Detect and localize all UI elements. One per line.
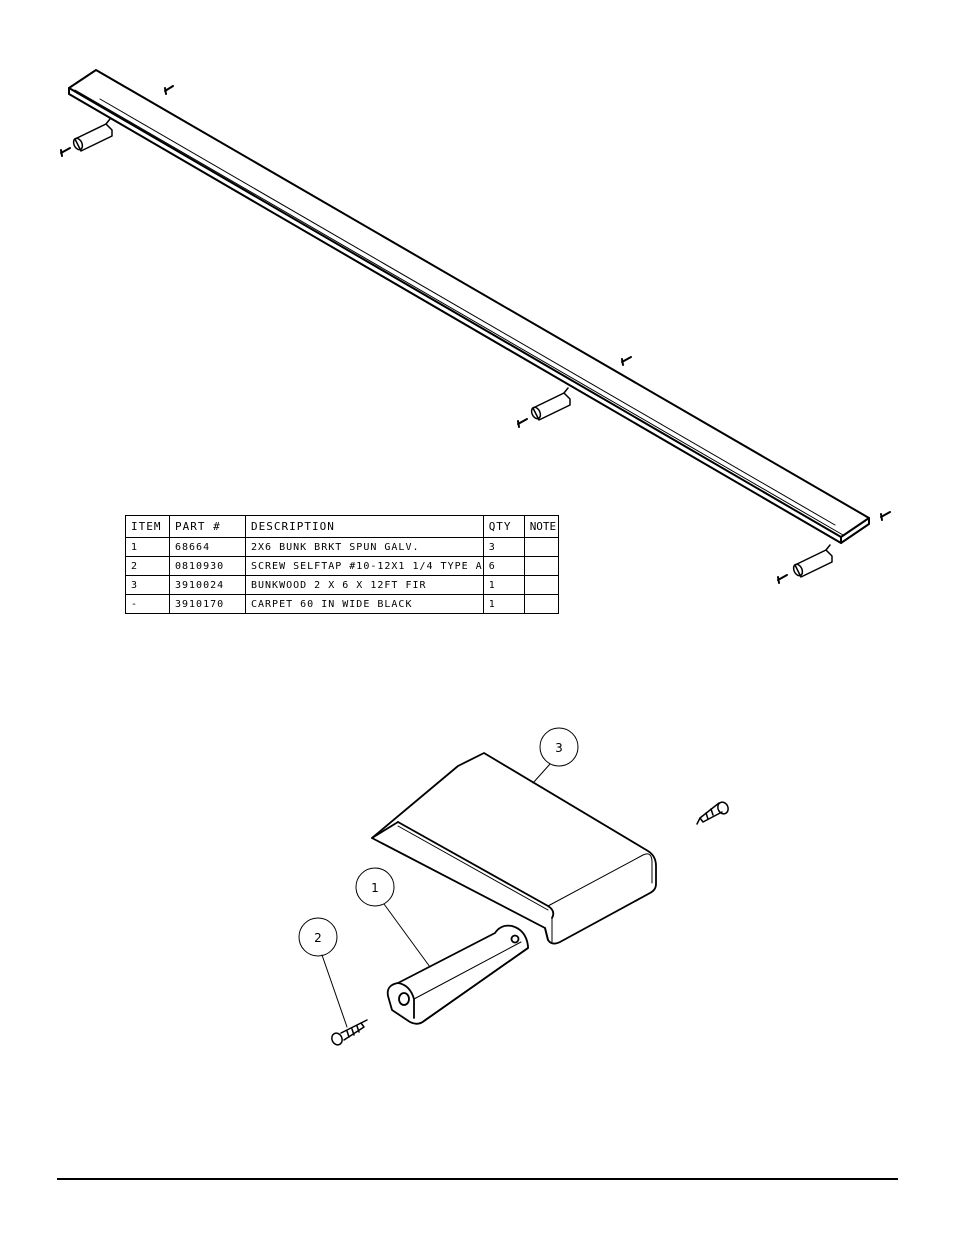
balloon-3 <box>532 727 579 784</box>
bom-header-row: ITEM PART # DESCRIPTION QTY NOTE <box>125 515 559 538</box>
cell-item: 3 <box>125 575 170 595</box>
header-part-number: PART # <box>169 515 246 538</box>
cell-description: SCREW SELFTAP #10-12X1 1/4 TYPE A <box>245 556 484 576</box>
screw-left-top <box>164 85 174 95</box>
balloon-2 <box>298 917 348 1028</box>
cell-part: 68664 <box>169 537 246 557</box>
cell-part: 0810930 <box>169 556 246 576</box>
table-row: - 3910170 CARPET 60 IN WIDE BLACK 1 <box>125 594 559 614</box>
header-description: DESCRIPTION <box>245 515 484 538</box>
balloon-1-label: 1 <box>371 881 379 895</box>
cell-note <box>523 537 559 557</box>
screw-right-bottom <box>777 574 788 584</box>
bunkwood-detail <box>371 752 657 945</box>
bracket-detail <box>386 924 529 1025</box>
bunk-board <box>68 69 870 544</box>
header-note: NOTE <box>523 515 559 538</box>
cell-qty: 1 <box>482 594 525 614</box>
header-item: ITEM <box>125 515 170 538</box>
table-row: 3 3910024 BUNKWOOD 2 X 6 X 12FT FIR 1 <box>125 575 559 595</box>
screw-right-top <box>880 511 891 521</box>
table-row: 1 68664 2X6 BUNK BRKT SPUN GALV. 3 <box>125 537 559 557</box>
cell-part: 3910024 <box>169 575 246 595</box>
cell-item: - <box>125 594 170 614</box>
screw-middle-top <box>621 356 632 366</box>
bracket-left <box>72 118 113 152</box>
bill-of-materials-table: ITEM PART # DESCRIPTION QTY NOTE 1 68664… <box>125 515 559 614</box>
table-row: 2 0810930 SCREW SELFTAP #10-12X1 1/4 TYP… <box>125 556 559 576</box>
cell-description: BUNKWOOD 2 X 6 X 12FT FIR <box>245 575 484 595</box>
cell-qty: 3 <box>482 537 525 557</box>
footer-rule <box>57 1178 898 1180</box>
cell-item: 2 <box>125 556 170 576</box>
screw-middle-bottom <box>517 418 528 428</box>
cell-qty: 1 <box>482 575 525 595</box>
screw-left-bottom <box>60 147 71 157</box>
balloon-2-label: 2 <box>314 931 322 945</box>
cell-description: CARPET 60 IN WIDE BLACK <box>245 594 484 614</box>
bracket-right <box>792 544 833 578</box>
screw-detail-right <box>696 801 729 825</box>
cell-description: 2X6 BUNK BRKT SPUN GALV. <box>245 537 484 557</box>
header-qty: QTY <box>482 515 525 538</box>
cell-item: 1 <box>125 537 170 557</box>
cell-note <box>523 556 559 576</box>
cell-note <box>523 575 559 595</box>
cell-note <box>523 594 559 614</box>
cell-part: 3910170 <box>169 594 246 614</box>
balloon-3-label: 3 <box>555 741 563 755</box>
bracket-middle <box>530 387 571 421</box>
balloon-1 <box>355 867 431 968</box>
cell-qty: 6 <box>482 556 525 576</box>
screw-detail-left <box>331 1019 368 1046</box>
